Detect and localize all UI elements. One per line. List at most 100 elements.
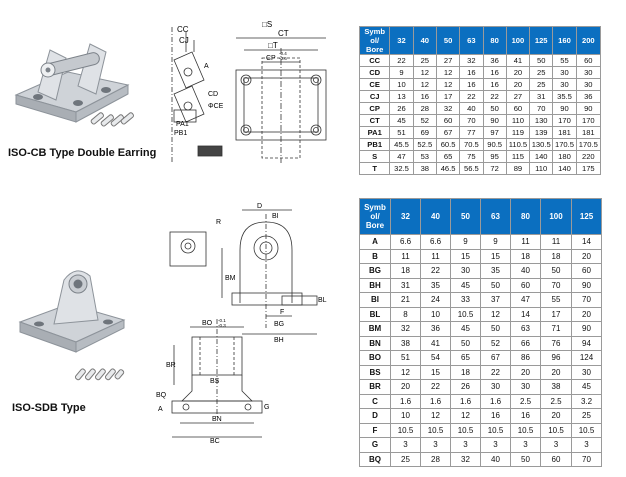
bm-label: BM — [225, 275, 236, 282]
value-cell: 50 — [482, 102, 507, 115]
a-label-2: A — [158, 406, 163, 413]
value-cell: 170 — [552, 114, 577, 127]
bore-header-cell: 32 — [389, 26, 414, 55]
value-cell: 55 — [552, 54, 577, 67]
value-cell: 18 — [450, 364, 481, 380]
iso-cb-side-drawing: CC CJ A CD ΦCE PA1 PB1 — [171, 25, 224, 162]
value-cell: 89 — [505, 162, 531, 175]
value-cell: 170.5 — [575, 138, 602, 151]
sdb-bracket-photo — [18, 270, 126, 353]
value-cell: 9 — [450, 234, 481, 250]
value-cell: 54 — [420, 350, 451, 366]
value-cell: 220 — [575, 150, 602, 163]
value-cell: 51 — [390, 350, 421, 366]
value-cell: 47 — [389, 150, 414, 163]
bore-header-cell: 100 — [540, 198, 572, 235]
value-cell: 110 — [529, 162, 554, 175]
value-cell: 70 — [459, 114, 484, 127]
value-cell: 10 — [390, 408, 421, 424]
value-cell: 20 — [505, 66, 531, 79]
value-cell: 12 — [390, 364, 421, 380]
symbol-cell: BH — [359, 277, 391, 293]
value-cell: 26 — [389, 102, 414, 115]
bore-header-cell: 40 — [412, 26, 437, 55]
symbol-cell: BS — [359, 364, 391, 380]
value-cell: 70 — [540, 277, 572, 293]
value-cell: 14 — [510, 306, 541, 322]
value-cell: 17 — [435, 90, 461, 103]
value-cell: 10.5 — [480, 422, 511, 438]
value-cell: 38 — [390, 335, 421, 351]
value-cell: 50 — [450, 335, 481, 351]
value-cell: 10.5 — [450, 306, 481, 322]
bore-header-cell: 63 — [480, 198, 511, 235]
pb1-label: PB1 — [174, 130, 187, 137]
cp-tol-top: -0.4 — [279, 51, 287, 56]
symbol-cell: T — [358, 162, 391, 175]
value-cell: 27 — [505, 90, 531, 103]
bo-tol-top: -0.1 — [218, 318, 226, 323]
value-cell: 12 — [450, 408, 481, 424]
value-cell: 25 — [390, 451, 421, 467]
value-cell: 8 — [390, 306, 421, 322]
value-cell: 110.5 — [505, 138, 531, 151]
value-cell: 3 — [450, 437, 481, 453]
value-cell: 18 — [510, 248, 541, 264]
iso-cb-top-drawing: □S CT □T CP -0.4 -0.6 — [235, 20, 327, 163]
sdb-pins-photo — [74, 368, 125, 381]
value-cell: 11 — [510, 234, 541, 250]
value-cell: 20 — [540, 364, 572, 380]
value-cell: 70 — [529, 102, 554, 115]
symbol-cell: S — [358, 150, 391, 163]
bore-header-cell: 125 — [571, 198, 602, 235]
value-cell: 124 — [571, 350, 602, 366]
value-cell: 16 — [482, 78, 507, 91]
value-cell: 86 — [510, 350, 541, 366]
value-cell: 50 — [480, 277, 511, 293]
value-cell: 1.6 — [390, 393, 421, 409]
value-cell: 16 — [510, 408, 541, 424]
value-cell: 50 — [540, 263, 572, 279]
value-cell: 36 — [420, 321, 451, 337]
value-cell: 22 — [480, 364, 511, 380]
value-cell: 16 — [480, 408, 511, 424]
value-cell: 15 — [420, 364, 451, 380]
ce-label: ΦCE — [208, 103, 224, 110]
value-cell: 31 — [529, 90, 554, 103]
value-cell: 10.5 — [450, 422, 481, 438]
value-cell: 1.6 — [420, 393, 451, 409]
value-cell: 25 — [529, 66, 554, 79]
symbol-cell: BN — [359, 335, 391, 351]
value-cell: 20 — [390, 379, 421, 395]
value-cell: 30 — [450, 263, 481, 279]
value-cell: 56.5 — [459, 162, 484, 175]
value-cell: 20 — [505, 78, 531, 91]
value-cell: 16 — [482, 66, 507, 79]
value-cell: 119 — [505, 126, 531, 139]
value-cell: 41 — [505, 54, 531, 67]
value-cell: 94 — [571, 335, 602, 351]
value-cell: 180 — [552, 150, 577, 163]
value-cell: 41 — [420, 335, 451, 351]
value-cell: 60 — [540, 451, 572, 467]
value-cell: 30 — [552, 66, 577, 79]
value-cell: 140 — [552, 162, 577, 175]
value-cell: 181 — [552, 126, 577, 139]
value-cell: 32 — [450, 451, 481, 467]
bore-header-cell: 50 — [435, 26, 461, 55]
r-label: R — [216, 219, 221, 226]
value-cell: 65 — [435, 150, 461, 163]
value-cell: 40 — [510, 263, 541, 279]
